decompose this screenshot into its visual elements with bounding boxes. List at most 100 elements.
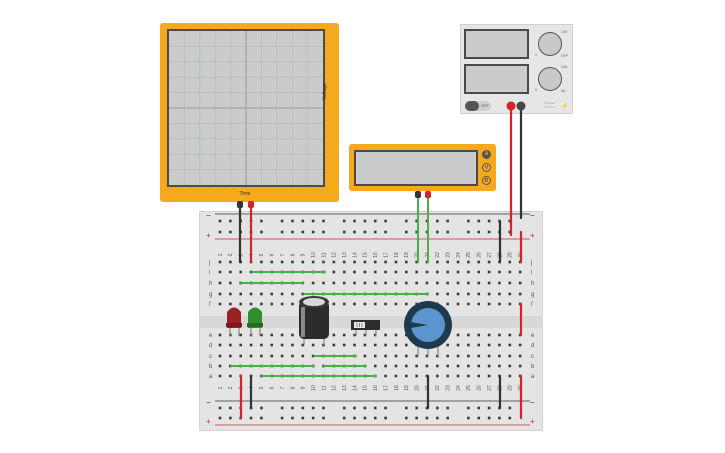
rail-polarity-label: − — [530, 211, 535, 220]
column-number: 9 — [301, 386, 307, 389]
column-number: 18 — [394, 385, 400, 391]
column-number: 17 — [383, 385, 389, 391]
multimeter-screen — [354, 150, 478, 186]
rail-polarity-label: − — [206, 211, 211, 220]
column-number: 6 — [270, 386, 276, 389]
column-number: 23 — [446, 385, 452, 391]
row-letter: f — [531, 302, 533, 308]
rail-polarity-label: + — [530, 417, 535, 426]
current-knob-max-label: 10A — [561, 65, 568, 69]
column-number: 20 — [414, 385, 420, 391]
row-letter: b — [531, 364, 535, 370]
column-number: 5 — [259, 253, 265, 256]
oscilloscope-grid — [169, 31, 323, 185]
column-number: 11 — [321, 385, 327, 390]
column-number: 25 — [466, 385, 472, 391]
row-letter: a — [209, 374, 213, 380]
row-letter: c — [531, 354, 534, 360]
voltage-knob-max-label: 10V — [561, 30, 568, 34]
rail-polarity-label: + — [206, 231, 211, 240]
led-green[interactable] — [247, 307, 263, 337]
row-letter: e — [531, 333, 535, 339]
column-number: 27 — [487, 385, 493, 391]
rail-polarity-label: + — [206, 417, 211, 426]
row-letter: b — [209, 364, 213, 370]
column-number: 24 — [456, 385, 462, 391]
slide-switch[interactable] — [351, 320, 380, 336]
row-letter: a — [531, 374, 535, 380]
column-number: 8 — [290, 253, 296, 256]
power-supply-brand: POWER SUPPLY — [544, 101, 556, 109]
column-number: 12 — [332, 385, 338, 391]
multimeter-mode-ammeter[interactable]: A — [482, 150, 491, 159]
column-number: 13 — [342, 252, 348, 258]
row-letter: i — [209, 270, 210, 276]
column-number: 10 — [311, 252, 317, 258]
voltage-knob[interactable] — [538, 32, 562, 56]
meter-probe-red[interactable] — [425, 191, 431, 198]
column-number: 22 — [435, 385, 441, 391]
column-number: 6 — [270, 253, 276, 256]
row-letter: g — [209, 292, 212, 298]
voltage-knob-off-label: OFF — [561, 54, 568, 58]
column-number: 7 — [280, 386, 286, 389]
column-number: 2 — [228, 386, 234, 389]
rail-polarity-label: + — [530, 231, 535, 240]
electrolytic-capacitor[interactable] — [299, 296, 329, 345]
potentiometer[interactable] — [404, 301, 452, 356]
multimeter-mode-ohmmeter[interactable]: R — [482, 176, 491, 185]
power-supply-current-display — [464, 64, 529, 94]
current-knob[interactable] — [538, 67, 562, 91]
column-number: 3 — [239, 253, 245, 256]
column-number: 19 — [404, 252, 410, 258]
column-number: 11 — [321, 252, 327, 257]
row-letter: j — [208, 260, 210, 266]
column-number: 7 — [280, 253, 286, 256]
column-number: 8 — [290, 386, 296, 389]
column-number: 27 — [487, 252, 493, 258]
top-power-rail — [215, 213, 530, 240]
column-number: 12 — [332, 252, 338, 258]
column-number: 2 — [228, 253, 234, 256]
scope-probe-black[interactable] — [237, 201, 243, 208]
led-red[interactable] — [226, 307, 242, 337]
column-labels: 1122334455667788991010111112121313141415… — [218, 252, 524, 391]
scope-probe-red[interactable] — [248, 201, 254, 208]
row-letter: h — [531, 281, 534, 287]
column-number: 16 — [373, 385, 379, 391]
meter-probe-black[interactable] — [415, 191, 421, 198]
row-letter: c — [209, 354, 212, 360]
row-letter: f — [209, 302, 211, 308]
power-toggle-knob — [465, 101, 479, 111]
column-number: 24 — [456, 252, 462, 258]
row-letter: j — [530, 260, 532, 266]
column-number: 17 — [383, 252, 389, 258]
column-number: 16 — [373, 252, 379, 258]
row-letter: g — [531, 292, 534, 298]
column-number: 15 — [363, 385, 369, 391]
multimeter-mode-voltmeter[interactable]: V — [482, 163, 491, 172]
column-number: 14 — [352, 252, 358, 258]
row-letter: e — [209, 333, 213, 339]
voltage-knob-min-label: 0 — [535, 53, 537, 57]
column-number: 23 — [446, 252, 452, 258]
bottom-power-rail — [215, 400, 530, 426]
row-letter: d — [531, 343, 534, 349]
row-letter: d — [209, 343, 212, 349]
column-number: 26 — [477, 252, 483, 258]
oscilloscope-screen — [167, 29, 325, 187]
psu-positive-terminal[interactable] — [506, 101, 516, 111]
power-supply-voltage-display — [464, 29, 529, 59]
column-number: 18 — [394, 252, 400, 258]
column-number: 29 — [508, 252, 514, 258]
column-number: 26 — [477, 385, 483, 391]
potentiometer-pointer — [410, 322, 428, 328]
oscilloscope-x-label: Time — [239, 191, 251, 197]
column-number: 25 — [466, 252, 472, 258]
column-number: 19 — [404, 385, 410, 391]
rail-polarity-label: − — [530, 398, 535, 407]
psu-negative-terminal[interactable] — [516, 101, 526, 111]
column-number: 15 — [363, 252, 369, 258]
